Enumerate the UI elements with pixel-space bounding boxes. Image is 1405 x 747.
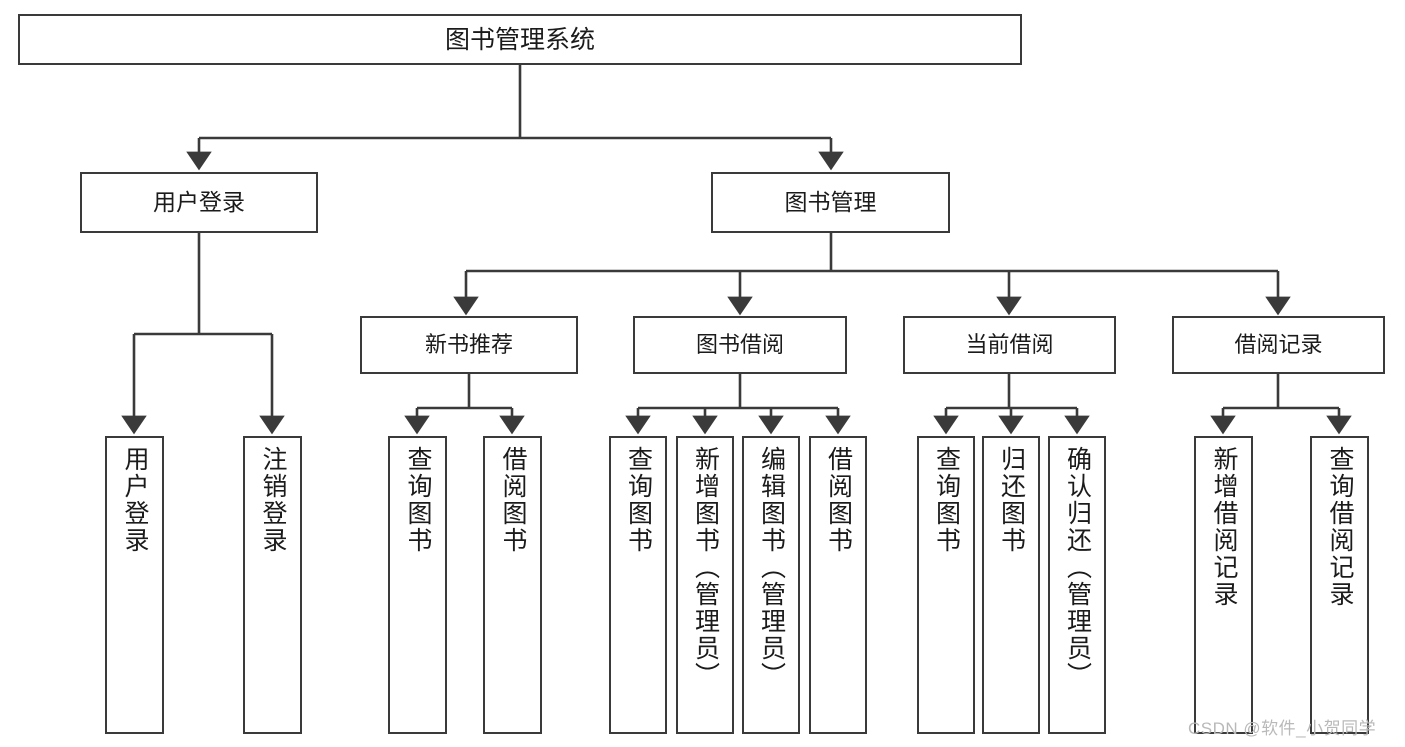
node-edit-book-admin[interactable]: 编辑图书（管理员） [742,436,800,734]
node-label: 新书推荐 [424,331,513,357]
node-return-book[interactable]: 归还图书 [982,436,1040,734]
node-query-book-3[interactable]: 查询图书 [917,436,975,734]
node-query-borrow-record[interactable]: 查询借阅记录 [1310,436,1369,734]
node-label: 查询图书 [404,446,432,554]
node-label: 借阅图书 [824,446,853,554]
node-borrow-book-1[interactable]: 借阅图书 [483,436,542,734]
node-label: 当前借阅 [965,331,1054,357]
node-label: 用户登录 [153,188,245,215]
node-user-login-action[interactable]: 用户登录 [105,436,164,734]
node-label: 新增借阅记录 [1210,446,1238,608]
node-label: 归还图书 [997,446,1026,554]
node-label: 图书管理 [784,188,877,215]
node-borrow-record[interactable]: 借阅记录 [1172,316,1385,374]
node-book-management[interactable]: 图书管理 [711,172,950,233]
node-add-borrow-record[interactable]: 新增借阅记录 [1194,436,1253,734]
node-label: 借阅记录 [1234,331,1323,357]
node-label: 确认归还（管理员） [1063,446,1092,689]
node-label: 图书借阅 [695,331,784,357]
node-query-book-1[interactable]: 查询图书 [388,436,447,734]
node-root-system[interactable]: 图书管理系统 [18,14,1022,65]
node-book-borrow[interactable]: 图书借阅 [633,316,847,374]
node-label: 查询借阅记录 [1326,446,1354,608]
node-label: 查询图书 [932,446,961,554]
node-label: 新增图书（管理员） [691,446,720,689]
node-new-book-recommend[interactable]: 新书推荐 [360,316,578,374]
node-query-book-2[interactable]: 查询图书 [609,436,667,734]
node-add-book-admin[interactable]: 新增图书（管理员） [676,436,734,734]
csdn-watermark: CSDN @软件_小贺同学 [1188,719,1377,738]
node-label: 用户登录 [121,446,149,554]
node-label: 注销登录 [259,446,287,554]
node-user-login[interactable]: 用户登录 [80,172,318,233]
node-current-borrow[interactable]: 当前借阅 [903,316,1116,374]
node-label: 编辑图书（管理员） [757,446,786,689]
node-label: 借阅图书 [499,446,527,554]
node-label: 图书管理系统 [444,25,595,54]
node-label: 查询图书 [624,446,653,554]
node-borrow-book-2[interactable]: 借阅图书 [809,436,867,734]
node-confirm-return-admin[interactable]: 确认归还（管理员） [1048,436,1106,734]
node-user-logout-action[interactable]: 注销登录 [243,436,302,734]
